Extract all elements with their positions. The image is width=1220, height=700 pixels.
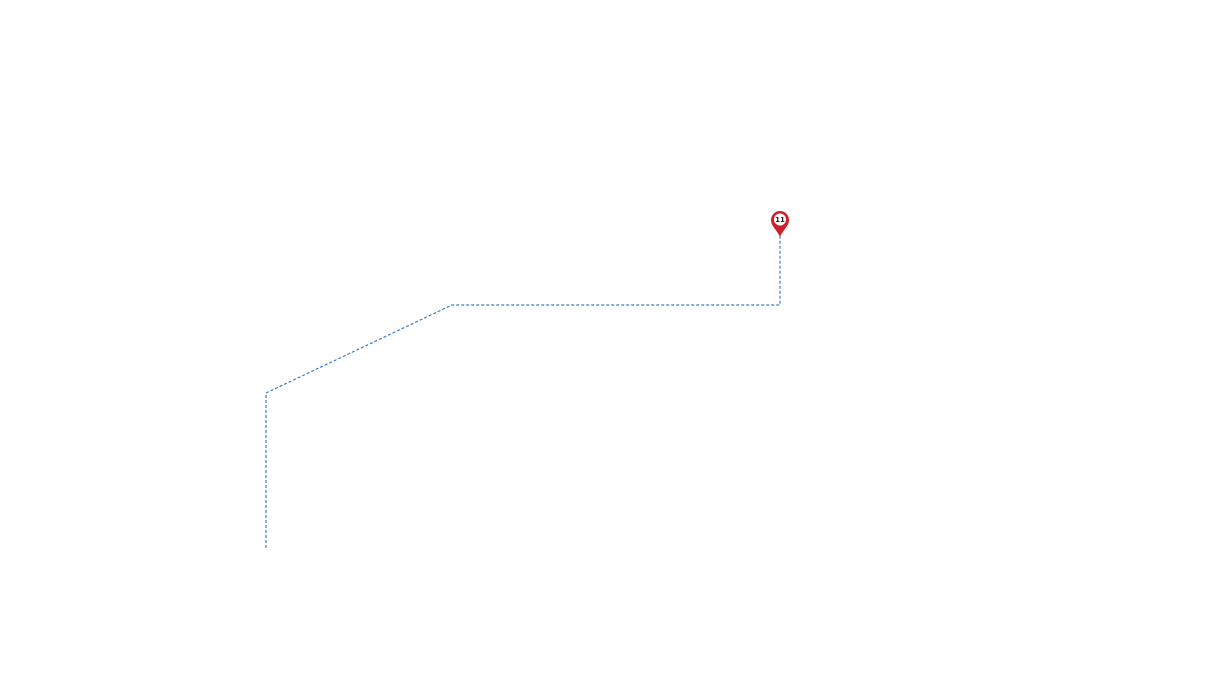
- marker-label: 11: [775, 216, 785, 224]
- pin-inner-circle: [774, 213, 786, 226]
- route-path: [265, 236, 781, 548]
- map-pin-icon[interactable]: 11: [771, 211, 789, 237]
